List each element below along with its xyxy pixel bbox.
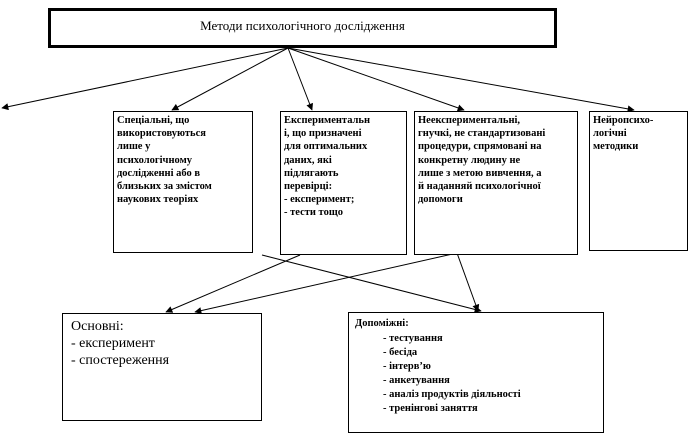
auxiliary-method-item: - анкетування — [383, 375, 450, 386]
auxiliary-methods-heading: Допоміжні: — [355, 318, 409, 329]
main-method-item: - спостереження — [71, 353, 170, 368]
box-text-line: для оптимальних — [284, 141, 368, 153]
box-text-line: Неекспериментальні, — [418, 115, 521, 126]
box-text-line: конкретну людину не — [418, 154, 521, 166]
box-text-line: методики — [593, 141, 639, 153]
box-text-line: допомоги — [418, 194, 463, 206]
box-text-line: й наданняй психологічної — [418, 181, 541, 193]
neuropsychological-methods-box: Нейропсихо- логічні методики — [589, 111, 688, 251]
arrow-experimental-to-aux — [261, 254, 482, 313]
box-text-line: Експериментальн — [284, 115, 371, 126]
box-text-line: логічні — [593, 128, 627, 140]
box-text-line: наукових теоріях — [117, 194, 199, 206]
main-method-item: - експеримент — [71, 336, 155, 351]
arrow-to-offscreen-left — [1, 47, 289, 111]
auxiliary-method-item: - аналіз продуктів діяльності — [383, 389, 521, 400]
box-text-line: перевірці: — [284, 181, 333, 193]
box-text-line: процедури, спрямовані на — [418, 141, 542, 153]
box-text-line: - тести тощо — [284, 207, 343, 219]
auxiliary-method-item: - тестування — [383, 333, 443, 344]
arrow-to-nonexperimental-box — [287, 47, 465, 112]
arrow-nonexperimental-to-aux — [456, 252, 480, 312]
box-text-line: гнучкі, не стандартизовані — [418, 128, 546, 140]
box-text-line: Спеціальні, що — [117, 115, 190, 126]
box-text-line: дослідженні або в — [117, 167, 201, 179]
arrow-to-special-box — [171, 47, 289, 111]
diagram-title: Методи психологічного дослідження — [200, 18, 405, 33]
box-text-line: і, що призначені — [284, 128, 362, 140]
auxiliary-method-item: - інтерв’ю — [383, 361, 431, 372]
box-text-line: лише з метою вивчення, а — [418, 167, 542, 179]
experimental-methods-box: Експериментальн і, що призначені для опт… — [280, 111, 407, 255]
arrow-nonexperimental-to-main — [194, 252, 458, 315]
auxiliary-methods-box: Допоміжні: - тестування - бесіда - інтер… — [348, 312, 604, 433]
box-text-line: Нейропсихо- — [593, 115, 654, 126]
special-methods-box: Спеціальні, що використовуються лише у п… — [113, 111, 253, 253]
main-methods-box: Основні: - експеримент - спостереження — [62, 313, 262, 421]
nonexperimental-methods-box: Неекспериментальні, гнучкі, не стандарти… — [414, 111, 578, 255]
title-box: Методи психологічного дослідження — [48, 8, 557, 48]
box-text-line: підлягають — [284, 167, 339, 179]
arrow-to-experimental-box — [287, 47, 313, 111]
box-text-line: близьких за змістом — [117, 181, 212, 193]
box-text-line: - експеримент; — [284, 194, 355, 206]
auxiliary-method-item: - бесіда — [383, 347, 418, 358]
auxiliary-method-item: - тренінгові заняття — [383, 403, 478, 414]
box-text-line: використовуються — [117, 128, 206, 140]
box-text-line: даних, які — [284, 154, 332, 166]
arrow-experimental-to-main — [165, 254, 301, 313]
arrow-to-neuro-box — [287, 47, 635, 113]
main-methods-heading: Основні: — [71, 319, 124, 334]
box-text-line: психологічному — [117, 154, 192, 166]
box-text-line: лише у — [117, 141, 151, 153]
